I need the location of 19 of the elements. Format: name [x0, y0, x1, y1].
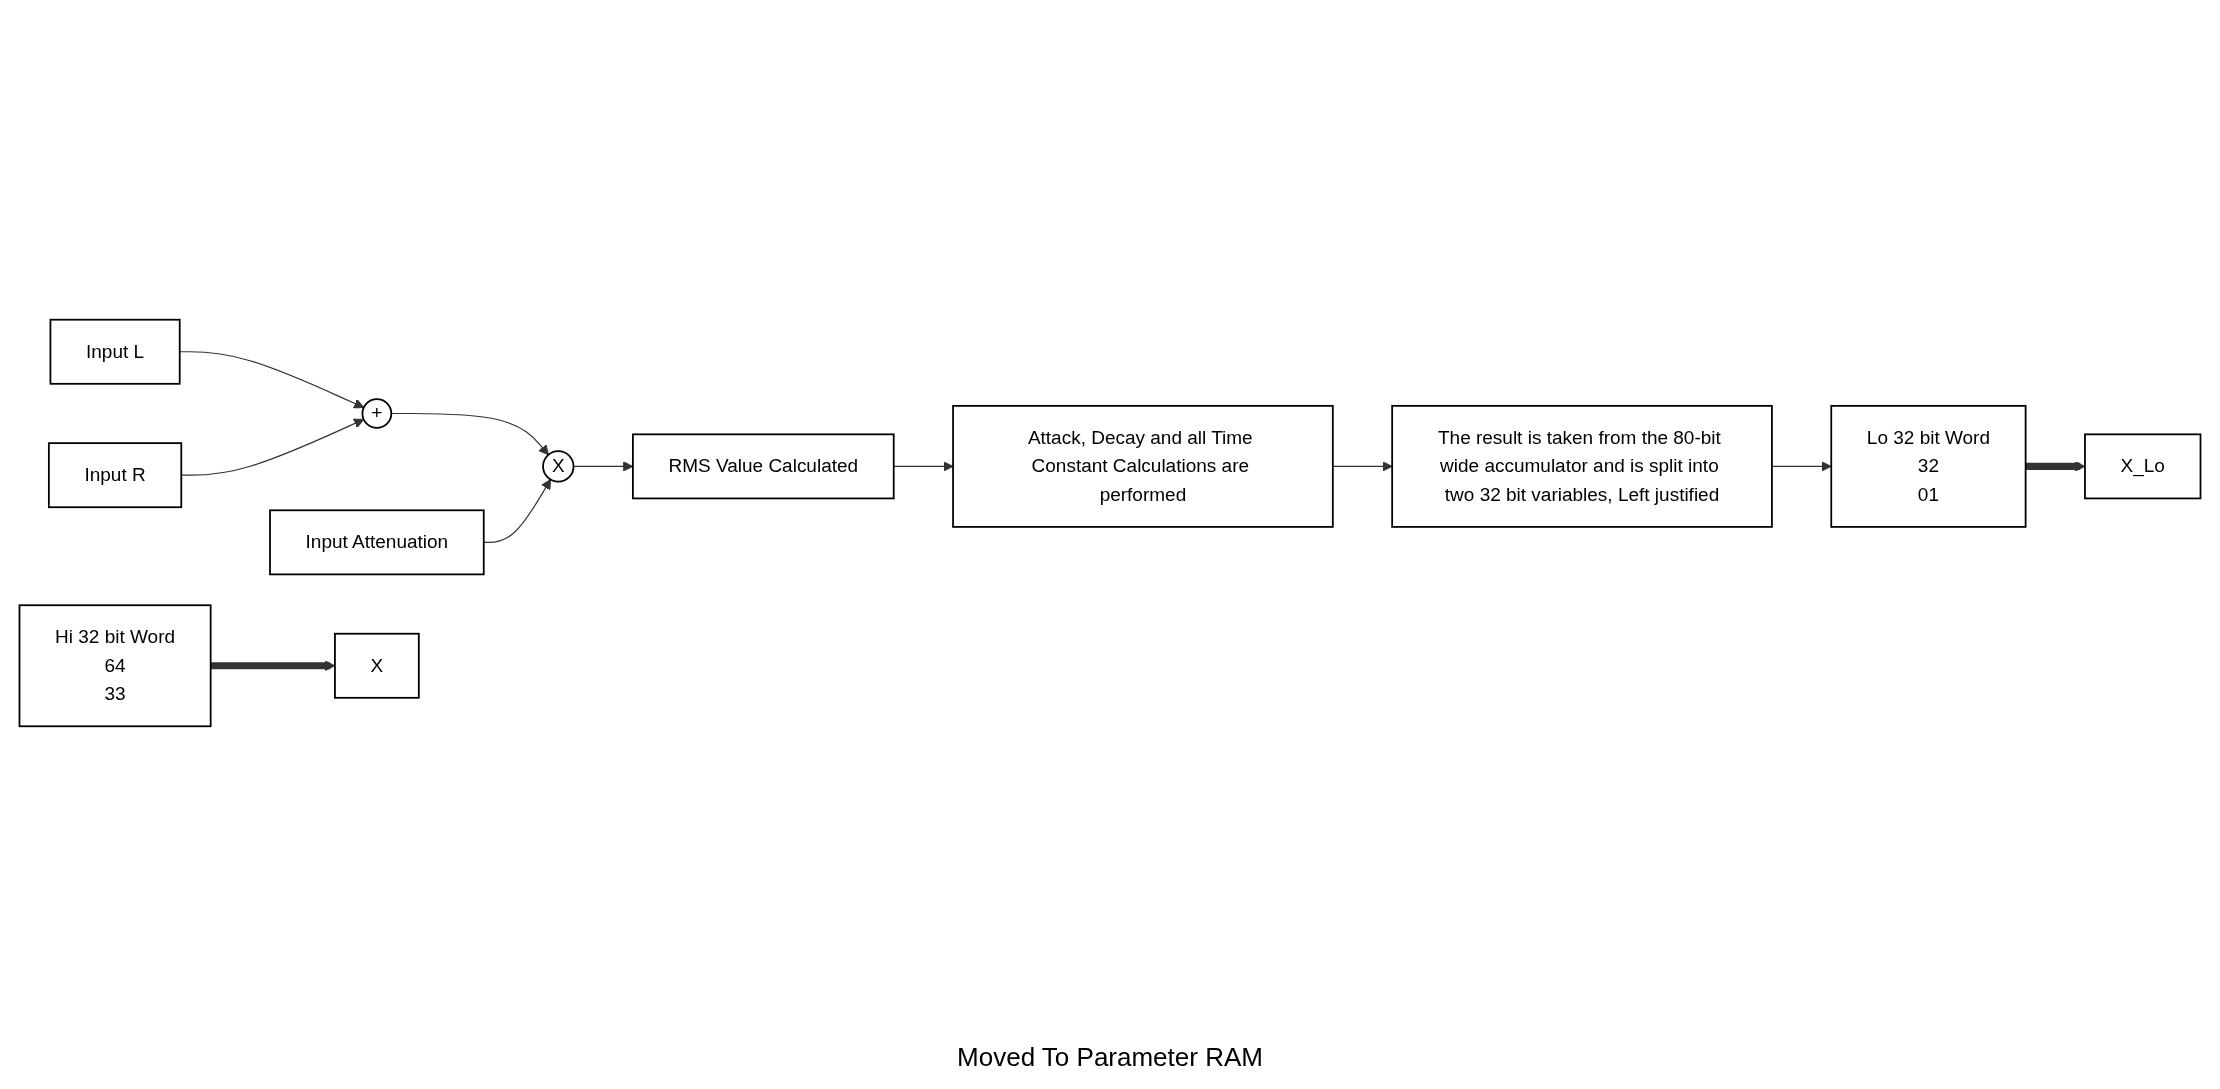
node-box: Lo 32 bit Word 32 01 — [1830, 404, 2027, 528]
arrow — [483, 479, 552, 543]
arrow — [893, 461, 954, 472]
node-circle: + — [361, 398, 393, 429]
node-box: RMS Value Calculated — [632, 433, 895, 500]
arrow — [1332, 461, 1393, 472]
note-text: Moved To Parameter RAM — [957, 1042, 1263, 1073]
node-box: Input R — [47, 442, 183, 509]
arrow — [2025, 461, 2086, 472]
node-box: X — [334, 632, 420, 699]
arrow — [179, 351, 365, 409]
node-box: X_Lo — [2084, 433, 2202, 500]
node-box: The result is taken from the 80-bit wide accumulator and is split into two 32 bit variables, Left justified — [1391, 404, 1773, 528]
node-box: Input Attenuation — [269, 509, 485, 576]
node-circle: X — [542, 450, 575, 483]
node-box: Input L — [49, 318, 181, 385]
node-box: Hi 32 bit Word 64 33 — [18, 604, 212, 728]
node-box: Attack, Decay and all Time Constant Calculations are performed — [952, 404, 1334, 528]
arrow — [1771, 461, 1832, 472]
